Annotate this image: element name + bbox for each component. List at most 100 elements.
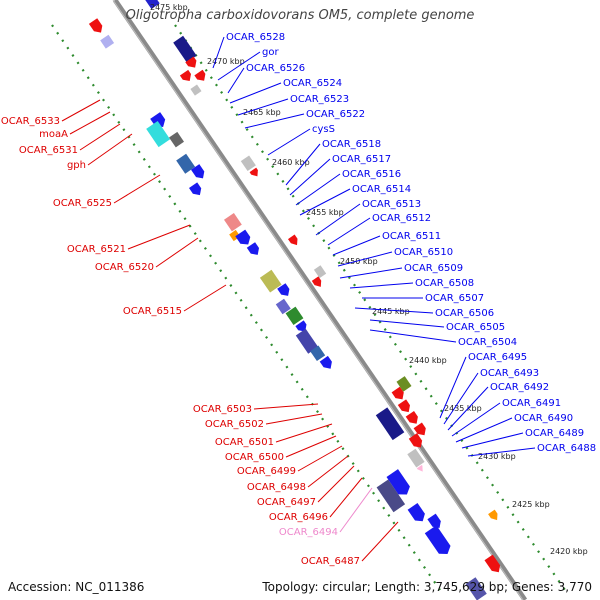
gene-label-OCAR_6510[interactable]: OCAR_6510 <box>394 247 453 258</box>
gene-label-OCAR_6501[interactable]: OCAR_6501 <box>215 437 274 448</box>
right-leader-15 <box>339 267 403 279</box>
gene-glyph-41[interactable] <box>376 479 406 513</box>
gene-label-OCAR_6500[interactable]: OCAR_6500 <box>225 452 284 463</box>
gene-glyph-4[interactable] <box>185 56 197 68</box>
gene-label-OCAR_6496[interactable]: OCAR_6496 <box>269 512 328 523</box>
gene-glyph-8[interactable] <box>150 112 166 127</box>
gene-glyph-32[interactable] <box>391 386 404 400</box>
gene-glyph-3[interactable] <box>173 35 197 63</box>
gene-label-OCAR_6488[interactable]: OCAR_6488 <box>537 443 596 454</box>
gene-label-OCAR_6499[interactable]: OCAR_6499 <box>237 466 296 477</box>
gene-label-OCAR_6524[interactable]: OCAR_6524 <box>283 78 342 89</box>
gene-glyph-27[interactable] <box>310 345 326 362</box>
gene-glyph-35[interactable] <box>405 411 418 424</box>
gene-glyph-9[interactable] <box>146 121 171 148</box>
gene-glyph-45[interactable] <box>488 509 498 521</box>
gene-label-OCAR_6514[interactable]: OCAR_6514 <box>352 184 411 195</box>
gene-glyph-47[interactable] <box>465 577 487 600</box>
gene-label-OCAR_6507[interactable]: OCAR_6507 <box>425 293 484 304</box>
gene-glyph-24[interactable] <box>285 306 304 325</box>
gene-glyph-23[interactable] <box>275 298 291 315</box>
gene-label-moaA[interactable]: moaA <box>39 129 68 140</box>
gene-label-OCAR_6508[interactable]: OCAR_6508 <box>415 278 474 289</box>
gene-label-OCAR_6525[interactable]: OCAR_6525 <box>53 198 112 209</box>
gene-label-OCAR_6521[interactable]: OCAR_6521 <box>67 244 126 255</box>
gene-label-OCAR_6528[interactable]: OCAR_6528 <box>226 32 285 43</box>
gene-glyph-11[interactable] <box>176 153 196 174</box>
gene-glyph-36[interactable] <box>413 422 426 436</box>
gene-glyph-16[interactable] <box>224 213 242 232</box>
gene-label-OCAR_6512[interactable]: OCAR_6512 <box>372 213 431 224</box>
gene-label-OCAR_6492[interactable]: OCAR_6492 <box>490 382 549 393</box>
gene-glyph-44[interactable] <box>424 525 451 554</box>
gene-label-OCAR_6522[interactable]: OCAR_6522 <box>306 109 365 120</box>
gene-glyph-22[interactable] <box>277 283 290 296</box>
gene-label-gor[interactable]: gor <box>262 47 279 58</box>
gene-glyph-46[interactable] <box>484 554 501 573</box>
gene-glyph-14[interactable] <box>240 155 256 172</box>
gene-glyph-31[interactable] <box>396 376 412 392</box>
gene-label-OCAR_6502[interactable]: OCAR_6502 <box>205 419 264 430</box>
gene-label-OCAR_6531[interactable]: OCAR_6531 <box>19 145 78 156</box>
gene-label-OCAR_6495[interactable]: OCAR_6495 <box>468 352 527 363</box>
gene-label-gph[interactable]: gph <box>67 160 86 171</box>
gene-label-OCAR_6490[interactable]: OCAR_6490 <box>514 413 573 424</box>
gene-glyph-19[interactable] <box>246 242 259 255</box>
gene-glyph-30[interactable] <box>311 276 322 287</box>
gene-label-OCAR_6523[interactable]: OCAR_6523 <box>290 94 349 105</box>
gene-label-OCAR_6516[interactable]: OCAR_6516 <box>342 169 401 180</box>
gene-label-OCAR_6491[interactable]: OCAR_6491 <box>502 398 561 409</box>
gene-glyph-43[interactable] <box>427 513 441 528</box>
gene-label-OCAR_6505[interactable]: OCAR_6505 <box>446 322 505 333</box>
right-leader-4 <box>237 98 289 116</box>
gene-glyph-18[interactable] <box>235 229 251 245</box>
gene-label-OCAR_6515[interactable]: OCAR_6515 <box>123 306 182 317</box>
gene-glyph-0[interactable] <box>88 18 103 33</box>
gene-label-OCAR_6503[interactable]: OCAR_6503 <box>193 404 252 415</box>
gene-glyph-29[interactable] <box>313 265 327 279</box>
gene-glyph-37[interactable] <box>408 433 423 448</box>
gene-label-OCAR_6504[interactable]: OCAR_6504 <box>458 337 517 348</box>
gene-label-OCAR_6509[interactable]: OCAR_6509 <box>404 263 463 274</box>
gene-glyph-5[interactable] <box>179 69 191 81</box>
gene-glyph-38[interactable] <box>407 448 425 468</box>
gene-label-OCAR_6520[interactable]: OCAR_6520 <box>95 262 154 273</box>
gene-glyph-2[interactable] <box>142 0 160 9</box>
gene-glyph-34[interactable] <box>397 399 410 413</box>
right-leader-3 <box>229 82 282 104</box>
gene-glyph-25[interactable] <box>295 320 307 332</box>
gene-glyph-15[interactable] <box>249 167 258 177</box>
gene-glyph-12[interactable] <box>191 164 205 179</box>
gene-glyph-6[interactable] <box>194 69 206 81</box>
gene-glyph-40[interactable] <box>386 469 410 495</box>
left-leader-3 <box>87 133 133 166</box>
gene-label-OCAR_6497[interactable]: OCAR_6497 <box>257 497 316 508</box>
gene-label-OCAR_6526[interactable]: OCAR_6526 <box>246 63 305 74</box>
gene-glyph-39[interactable] <box>416 465 423 472</box>
gene-glyph-13[interactable] <box>189 182 202 196</box>
gene-label-OCAR_6498[interactable]: OCAR_6498 <box>247 482 306 493</box>
gene-label-OCAR_6493[interactable]: OCAR_6493 <box>480 368 539 379</box>
gene-label-OCAR_6494[interactable]: OCAR_6494 <box>279 527 338 538</box>
gene-glyph-1[interactable] <box>100 34 115 49</box>
gene-glyph-28[interactable] <box>319 355 332 369</box>
gene-label-OCAR_6517[interactable]: OCAR_6517 <box>332 154 391 165</box>
gene-label-OCAR_6533[interactable]: OCAR_6533 <box>1 116 60 127</box>
gene-label-OCAR_6511[interactable]: OCAR_6511 <box>382 231 441 242</box>
gene-glyph-26[interactable] <box>295 328 319 354</box>
right-leader-16 <box>349 282 414 289</box>
gene-glyph-21[interactable] <box>259 269 282 293</box>
gene-label-OCAR_6506[interactable]: OCAR_6506 <box>435 308 494 319</box>
right-leader-19 <box>369 319 445 328</box>
gene-glyph-10[interactable] <box>169 131 184 148</box>
gene-label-OCAR_6489[interactable]: OCAR_6489 <box>525 428 584 439</box>
gene-label-OCAR_6513[interactable]: OCAR_6513 <box>362 199 421 210</box>
gene-glyph-20[interactable] <box>288 234 298 246</box>
gene-label-cysS[interactable]: cysS <box>312 124 335 135</box>
gene-label-OCAR_6518[interactable]: OCAR_6518 <box>322 139 381 150</box>
right-leader-23 <box>447 386 489 431</box>
gene-glyph-7[interactable] <box>190 84 202 96</box>
gene-glyph-42[interactable] <box>407 503 425 522</box>
gene-label-OCAR_6487[interactable]: OCAR_6487 <box>301 556 360 567</box>
gene-glyph-33[interactable] <box>375 407 405 441</box>
